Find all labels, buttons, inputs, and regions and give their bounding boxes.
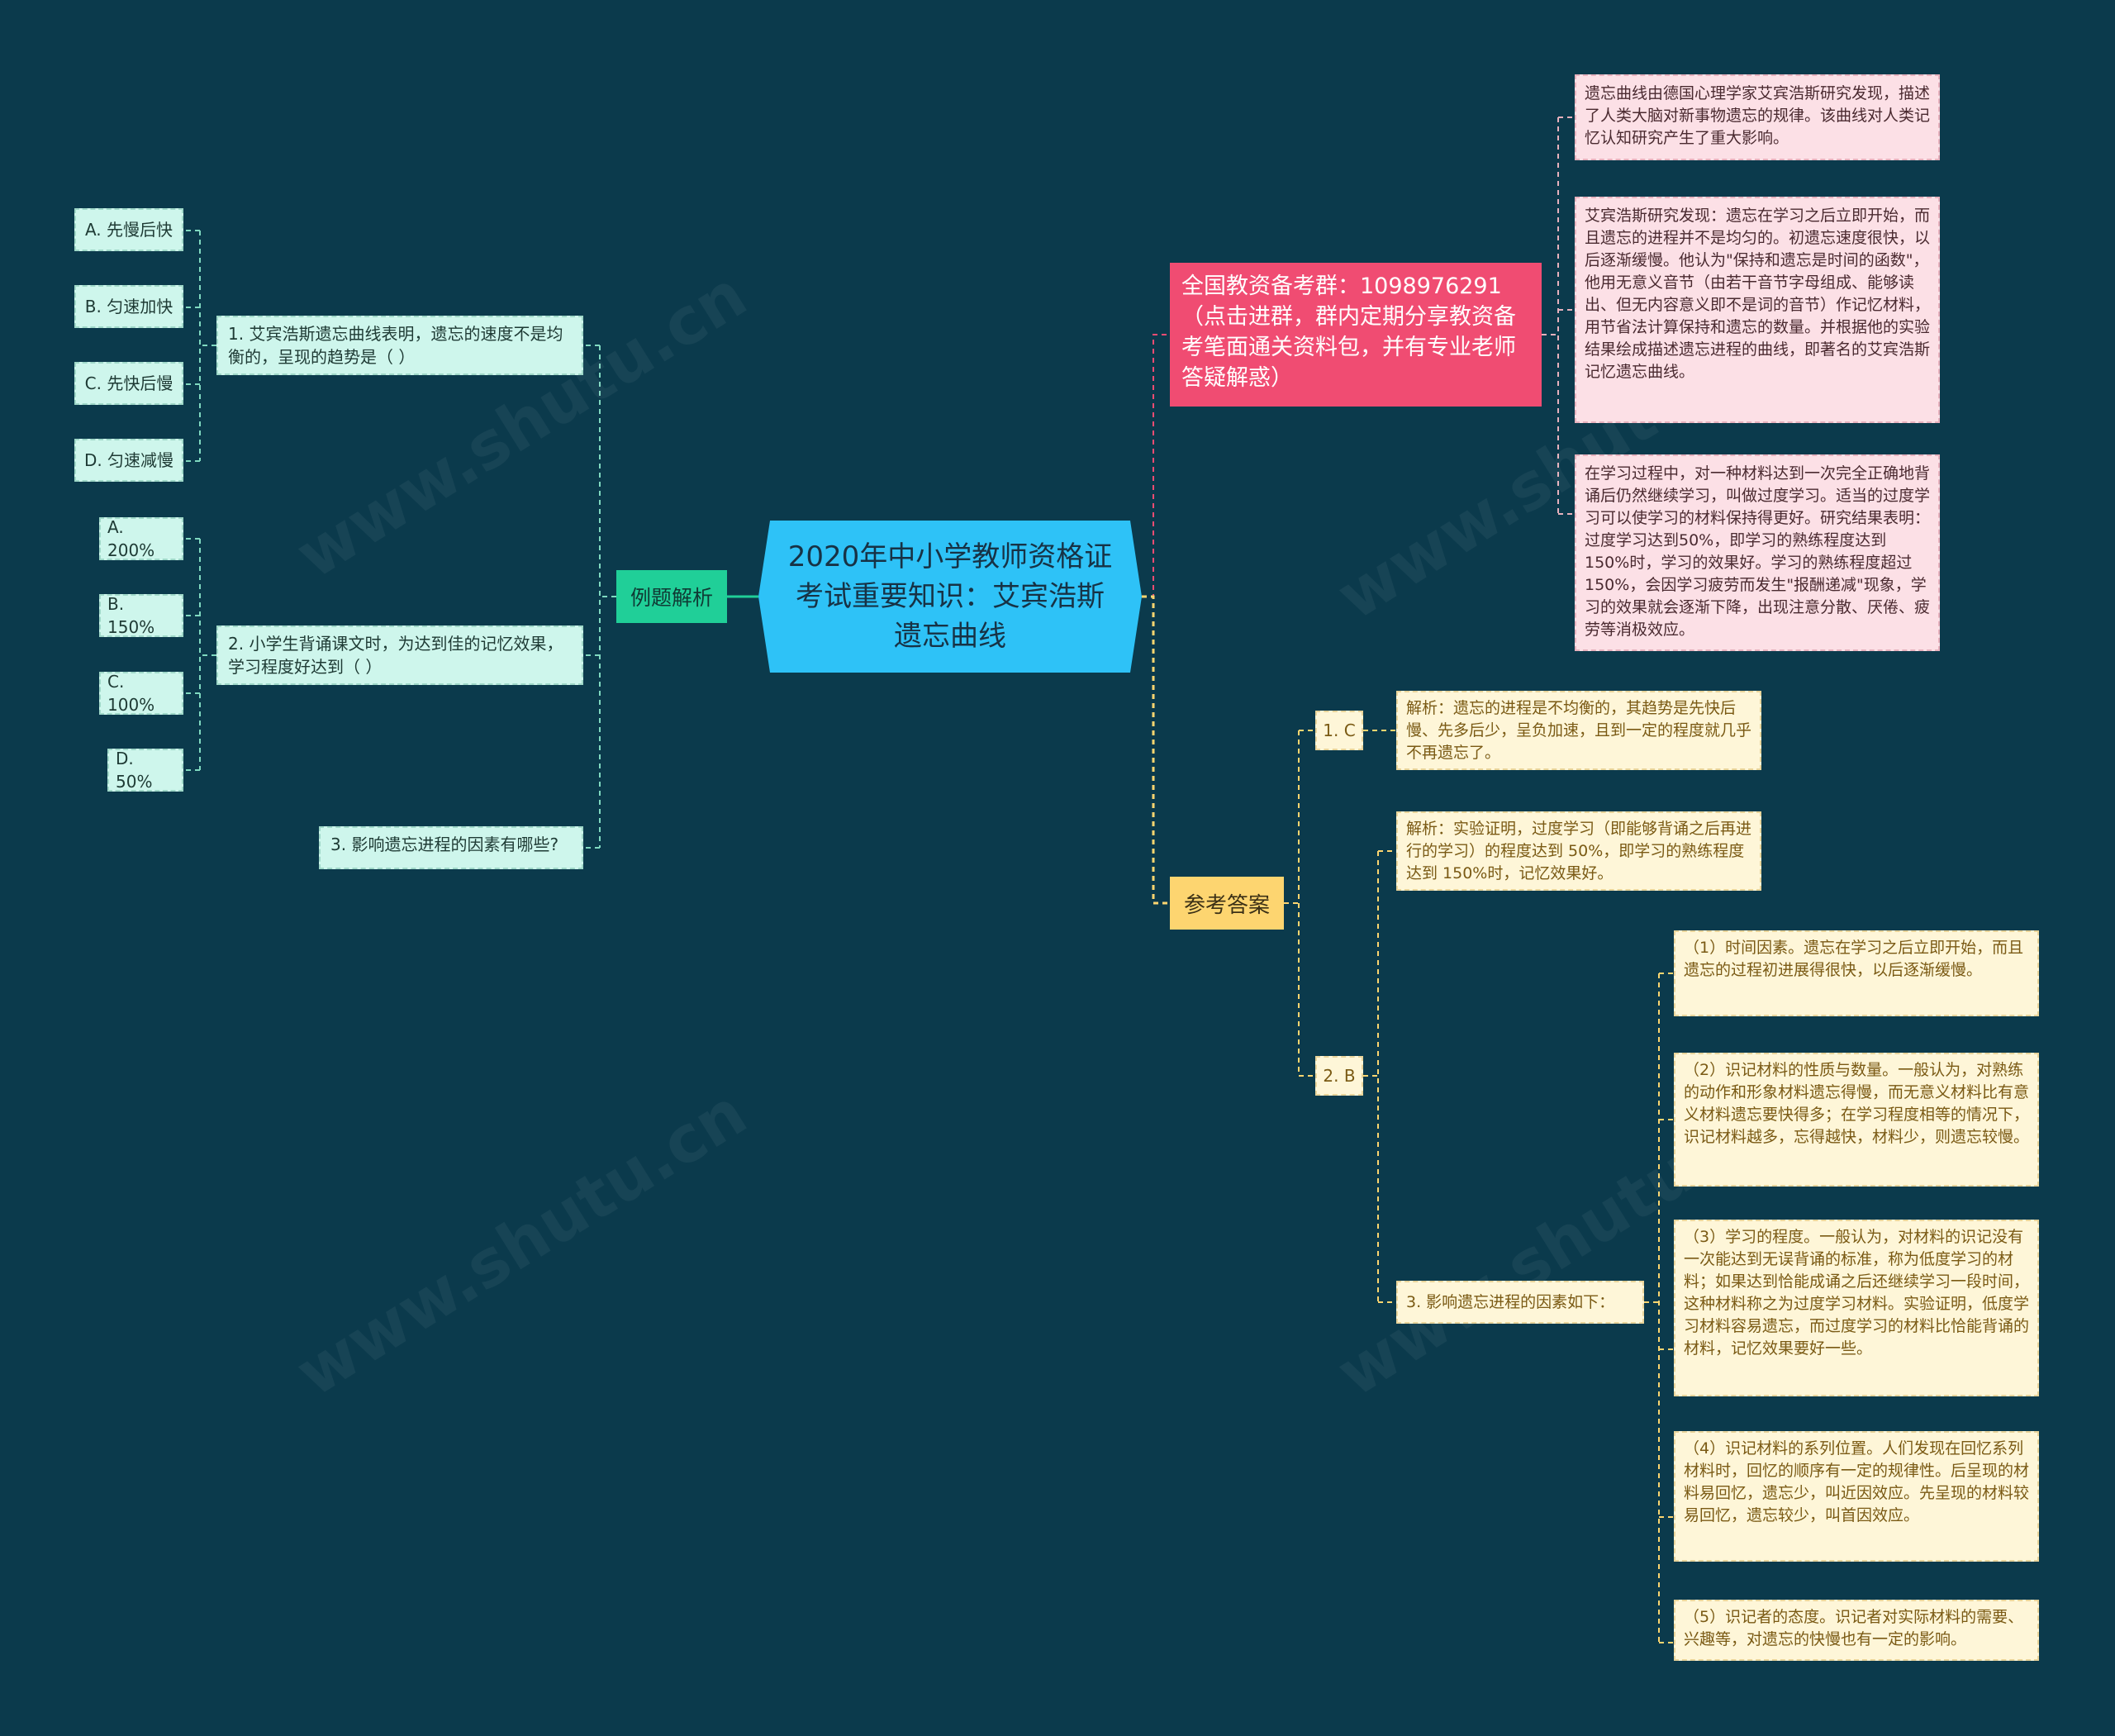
explanation-text: 解析：实验证明，过度学习（即能够背诵之后再进行的学习）的程度达到 50%，即学习… [1406,820,1752,882]
q2-option-c[interactable]: C. 100% [99,672,183,715]
factor-text: （5）识记者的态度。识记者对实际材料的需要、兴趣等，对遗忘的快慢也有一定的影响。 [1684,1608,2024,1648]
option-text: D. 匀速减慢 [83,450,174,470]
answer-1-explanation: 解析：遗忘的进程是不均衡的，其趋势是先快后慢、先多后少，呈负加速，且到一定的程度… [1396,691,1761,770]
link-center-answers [1142,595,1170,905]
factors-label: 3. 影响遗忘进程的因素如下： [1406,1292,1615,1311]
question-text: 1. 艾宾浩斯遗忘曲线表明，遗忘的速度不是均衡的，呈现的趋势是（ ） [228,324,563,367]
factor-material-nature: （2）识记材料的性质与数量。一般认为，对熟练的动作和形象材料遗忘得慢，而无意义材… [1674,1053,2039,1187]
branch-label: 例题解析 [630,586,713,610]
answer-label: 2. B [1323,1065,1356,1086]
question-2[interactable]: 2. 小学生背诵课文时，为达到佳的记忆效果，学习程度好达到（ ） [216,625,583,685]
branch-example-analysis[interactable]: 例题解析 [616,570,727,623]
factor-text: （4）识记材料的系列位置。人们发现在回忆系列材料时，回忆的顺序有一定的规律性。后… [1684,1439,2030,1524]
question-1[interactable]: 1. 艾宾浩斯遗忘曲线表明，遗忘的速度不是均衡的，呈现的趋势是（ ） [216,316,583,375]
answer-1[interactable]: 1. C [1315,711,1363,750]
factor-learning-degree: （3）学习的程度。一般认为，对材料的识记没有一次能达到无误背诵的标准，称为低度学… [1674,1220,2039,1396]
link-factors-items [1644,973,1674,1643]
factor-time: （1）时间因素。遗忘在学习之后立即开始，而且遗忘的过程初进展得很快，以后逐渐缓慢… [1674,930,2039,1016]
note-definition: 遗忘曲线由德国心理学家艾宾浩斯研究发现，描述了人类大脑对新事物遗忘的规律。该曲线… [1575,74,1940,160]
answer-2[interactable]: 2. B [1315,1056,1363,1096]
option-text: D. 50% [116,749,153,792]
branch-reference-answers[interactable]: 参考答案 [1170,877,1284,930]
q1-option-b[interactable]: B. 匀速加快 [74,285,183,328]
q2-option-a[interactable]: A. 200% [99,517,183,560]
option-text: C. 先快后慢 [84,373,173,393]
q1-option-a[interactable]: A. 先慢后快 [74,208,183,251]
central-topic[interactable]: 2020年中小学教师资格证考试重要知识：艾宾浩斯遗忘曲线 [758,521,1142,673]
note-overlearning: 在学习过程中，对一种材料达到一次完全正确地背诵后仍然继续学习，叫做过度学习。适当… [1575,454,1940,651]
link-a2-children [1363,850,1396,1303]
option-text: A. 200% [107,517,155,560]
note-text: 遗忘曲线由德国心理学家艾宾浩斯研究发现，描述了人类大脑对新事物遗忘的规律。该曲线… [1585,84,1931,147]
answer-2-explanation: 解析：实验证明，过度学习（即能够背诵之后再进行的学习）的程度达到 50%，即学习… [1396,811,1761,891]
link-left-questions [583,345,616,849]
q1-option-c[interactable]: C. 先快后慢 [74,362,183,405]
option-text: A. 先慢后快 [84,220,173,240]
question-text: 3. 影响遗忘进程的因素有哪些? [330,835,559,854]
q2-option-b[interactable]: B. 150% [99,594,183,637]
link-q1-options [183,230,216,462]
note-text: 艾宾浩斯研究发现：遗忘在学习之后立即开始，而且遗忘的进程并不是均匀的。初遗忘速度… [1585,207,1931,381]
factor-text: （1）时间因素。遗忘在学习之后立即开始，而且遗忘的过程初进展得很快，以后逐渐缓慢… [1684,939,2024,979]
branch-label: 参考答案 [1183,892,1270,918]
central-topic-title: 2020年中小学教师资格证考试重要知识：艾宾浩斯遗忘曲线 [787,540,1113,653]
factor-serial-position: （4）识记材料的系列位置。人们发现在回忆系列材料时，回忆的顺序有一定的规律性。后… [1674,1431,2039,1562]
factor-text: （3）学习的程度。一般认为，对材料的识记没有一次能达到无误背诵的标准，称为低度学… [1684,1228,2030,1358]
link-promo-notes [1542,117,1575,515]
link-answers-branch [1284,730,1315,1077]
q2-option-d[interactable]: D. 50% [107,749,183,792]
answer-3-factors[interactable]: 3. 影响遗忘进程的因素如下： [1396,1281,1644,1324]
option-text: C. 100% [107,672,155,715]
answer-label: 1. C [1323,720,1356,740]
factor-text: （2）识记材料的性质与数量。一般认为，对熟练的动作和形象材料遗忘得慢，而无意义材… [1684,1061,2030,1146]
question-text: 2. 小学生背诵课文时，为达到佳的记忆效果，学习程度好达到（ ） [228,634,563,677]
note-research: 艾宾浩斯研究发现：遗忘在学习之后立即开始，而且遗忘的进程并不是均匀的。初遗忘速度… [1575,197,1940,423]
option-text: B. 匀速加快 [84,297,173,316]
question-3[interactable]: 3. 影响遗忘进程的因素有哪些? [319,826,583,869]
link-center-promo [1142,334,1170,597]
explanation-text: 解析：遗忘的进程是不均衡的，其趋势是先快后慢、先多后少，呈负加速，且到一定的程度… [1406,699,1752,762]
promo-group-box[interactable]: 全国教资备考群：1098976291（点击进群，群内定期分享教资备考笔面通关资料… [1170,263,1542,407]
option-text: B. 150% [107,594,155,637]
factor-attitude: （5）识记者的态度。识记者对实际材料的需要、兴趣等，对遗忘的快慢也有一定的影响。 [1674,1600,2039,1661]
promo-text: 全国教资备考群：1098976291（点击进群，群内定期分享教资备考笔面通关资料… [1181,273,1516,391]
q1-option-d[interactable]: D. 匀速减慢 [74,439,183,482]
link-q2-options [183,538,216,771]
note-text: 在学习过程中，对一种材料达到一次完全正确地背诵后仍然继续学习，叫做过度学习。适当… [1585,464,1931,639]
